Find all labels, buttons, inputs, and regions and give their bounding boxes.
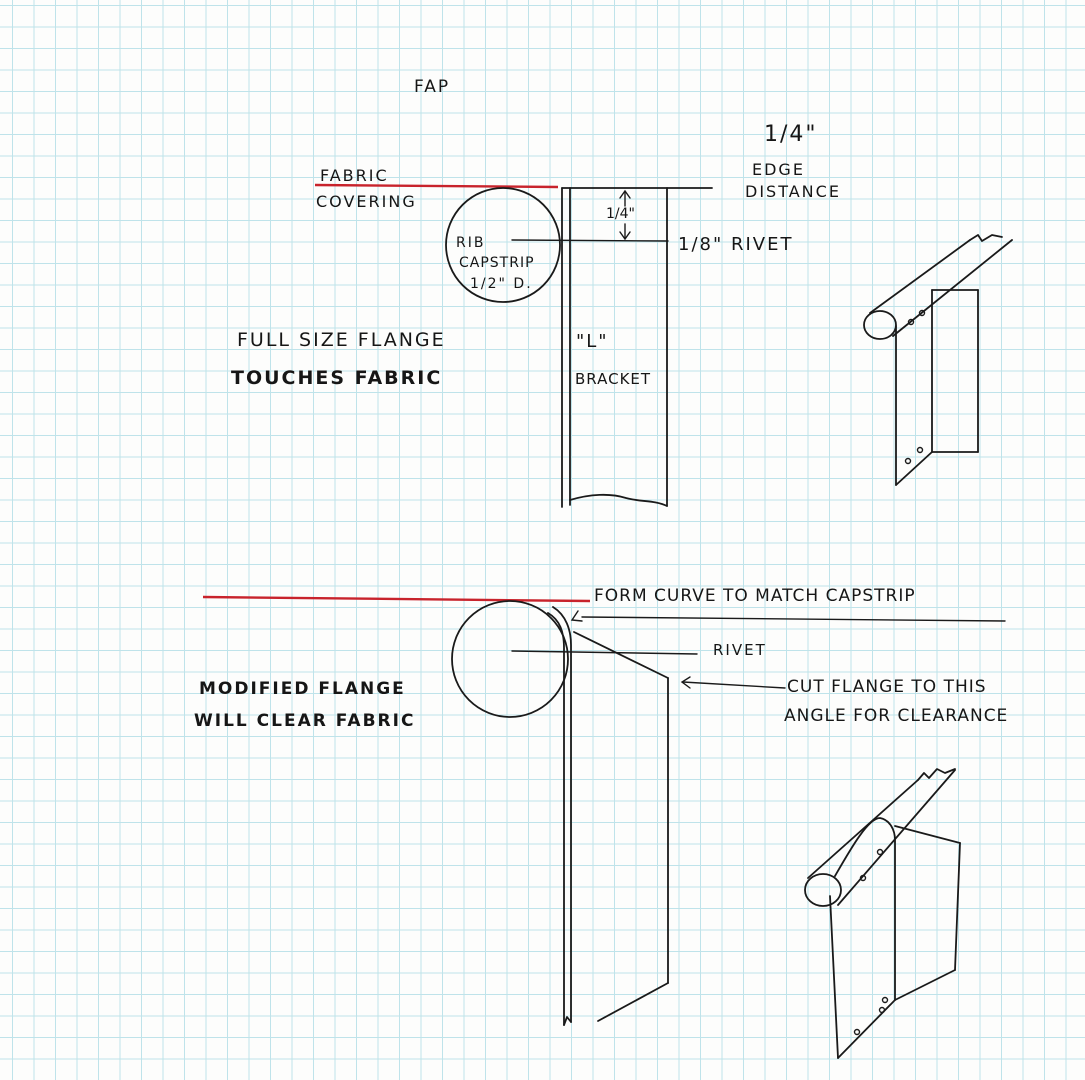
rib-capstrip-label-line2: CAPSTRIP [459, 255, 535, 271]
fabric-covering-label-line2: COVERING [316, 192, 417, 211]
rib-capstrip-label-line1: RIB [456, 235, 486, 251]
top-caption-line1: FULL SIZE FLANGE [237, 329, 446, 351]
form-curve-label: FORM CURVE TO MATCH CAPSTRIP [594, 586, 916, 606]
form-leader-arrow [570, 610, 583, 622]
top-caption-line2: TOUCHES FABRIC [231, 367, 443, 389]
fabric-line-top [314, 183, 559, 189]
page-title: FAP [414, 77, 451, 97]
rib-capstrip-circle-top [445, 187, 561, 303]
edge-distance-label-line1: EDGE [752, 160, 805, 179]
rib-capstrip-label-line3: 1/2" D. [470, 276, 533, 292]
form-leader-line [581, 616, 1006, 622]
modified-bracket-front-view [547, 606, 669, 1026]
inner-dimension-value: 1/4" [606, 206, 635, 222]
cut-leader-line [682, 681, 786, 689]
bracket-3d-sketch-top [863, 234, 1013, 486]
fabric-covering-label-line1: FABRIC [320, 166, 389, 185]
fabric-line-bottom [202, 595, 591, 603]
bracket-3d-sketch-bottom [804, 768, 961, 1059]
rivet-label-bottom: RIVET [713, 641, 767, 659]
bottom-caption-line1: MODIFIED FLANGE [199, 679, 406, 699]
edge-distance-label-line2: DISTANCE [745, 182, 841, 201]
edge-dimension-value: 1/4" [764, 122, 818, 147]
cut-leader-arrow [680, 676, 691, 689]
bottom-caption-line2: WILL CLEAR FABRIC [194, 711, 416, 731]
rib-capstrip-circle-bottom [451, 600, 569, 718]
rivet-line-bottom [511, 650, 698, 655]
bracket-label-line1: "L" [576, 331, 609, 352]
rivet-label-top: 1/8" RIVET [678, 234, 794, 255]
rivet-line-top [511, 239, 669, 242]
cut-flange-label-line2: ANGLE FOR CLEARANCE [784, 706, 1009, 726]
bracket-label-line2: BRACKET [575, 370, 652, 388]
inner-dim-arrows [619, 189, 631, 241]
cut-flange-label-line1: CUT FLANGE TO THIS [787, 677, 987, 697]
